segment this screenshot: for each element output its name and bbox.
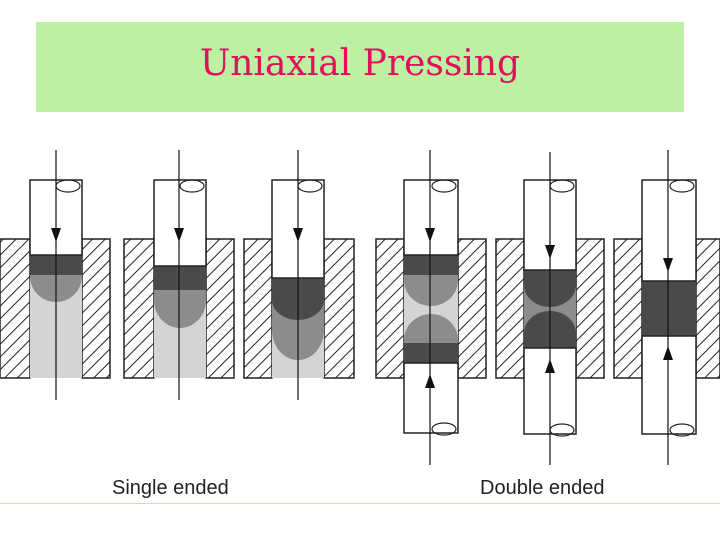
panel-single-1 xyxy=(0,150,111,400)
panel-double-3 xyxy=(613,150,720,465)
panel-double-1 xyxy=(375,150,487,465)
footer-divider xyxy=(0,503,720,504)
panel-single-2 xyxy=(123,150,235,400)
die-wall-right xyxy=(81,238,111,379)
page-title: Uniaxial Pressing xyxy=(199,42,521,84)
die-wall-left xyxy=(0,238,31,379)
title-banner: Uniaxial Pressing xyxy=(36,22,684,112)
caption-double-ended: Double ended xyxy=(480,477,605,499)
caption-single-ended: Single ended xyxy=(112,477,229,499)
panel-double-2 xyxy=(495,152,605,465)
panel-single-3 xyxy=(243,150,355,400)
